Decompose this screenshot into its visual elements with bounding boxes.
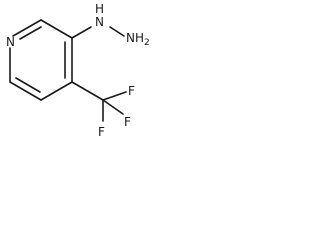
bond-c2-c3 <box>40 19 73 39</box>
bond-n1-c2 <box>12 19 42 37</box>
fluorine-label-2: F <box>124 115 131 129</box>
nh-hydrogen-label: H <box>95 2 104 16</box>
nh2-label: NH2 <box>126 31 150 48</box>
bond-c4-cf3 <box>71 81 104 101</box>
bond-cf3-f1 <box>102 91 127 101</box>
nh-nitrogen-label: N <box>95 15 104 29</box>
bond-c3-nh <box>71 26 92 39</box>
fluorine-label-3: F <box>98 125 105 139</box>
bond-c4-c5 <box>40 81 73 101</box>
bond-nh-nh2 <box>109 26 125 37</box>
nh2-subscript: 2 <box>144 38 150 48</box>
bond-n1-c2-inner <box>19 26 42 40</box>
nh2-main: NH <box>126 31 144 45</box>
bond-c5-c6 <box>9 81 42 101</box>
ring-nitrogen-label: N <box>6 35 15 49</box>
fluorine-label-1: F <box>128 84 135 98</box>
chemical-structure: N N H NH2 F F F <box>6 2 150 139</box>
bond-c5-c6-inner <box>15 77 41 93</box>
bond-cf3-f2 <box>102 99 124 115</box>
